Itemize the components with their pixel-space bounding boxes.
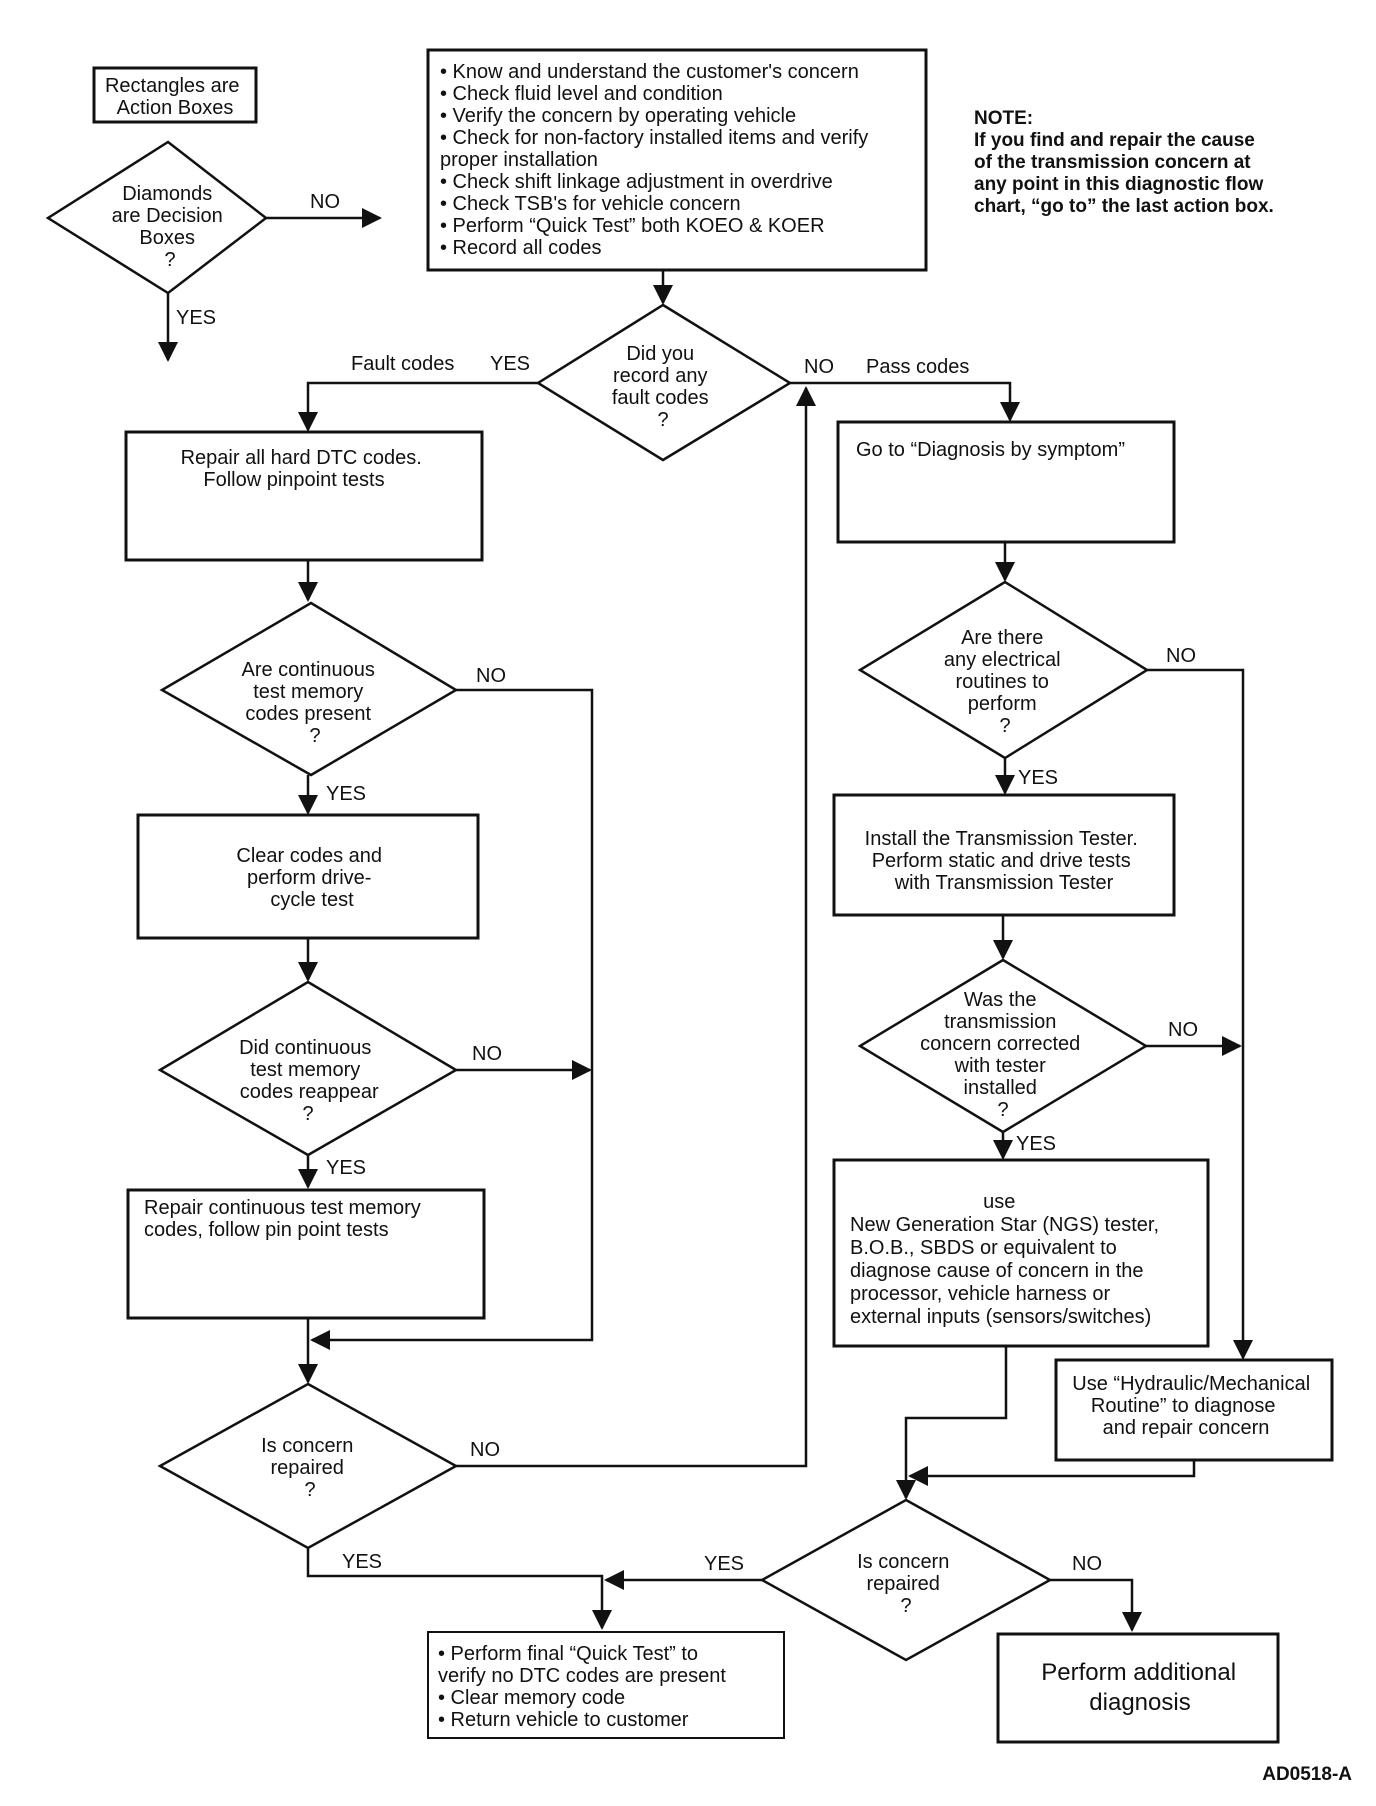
fault-codes-label: Fault codes <box>351 353 454 375</box>
arrow-hydraulic-to-repaired <box>908 1460 1196 1486</box>
note-text: NOTE: If you find and repair the cause o… <box>974 108 1274 217</box>
figure-id: AD0518-A <box>1262 1764 1352 1785</box>
arrow-electrical-no <box>1147 668 1253 1360</box>
arrow-right-repaired-no <box>1050 1578 1142 1632</box>
start-checklist: • Know and understand the customer's con… <box>440 61 874 259</box>
fault-no-label: NO <box>804 356 834 378</box>
ngs-tester-box <box>832 1158 1210 1348</box>
fault-yes-label: YES <box>490 353 530 375</box>
left-repaired-no-label: NO <box>470 1439 500 1461</box>
right-repaired-no-label: NO <box>1072 1553 1102 1575</box>
arrow-ngs-to-repaired <box>896 1346 1008 1500</box>
final-quick-test-box <box>427 1631 785 1739</box>
corrected-yes-label: YES <box>1016 1133 1056 1155</box>
hydraulic-mechanical-text: Use “Hydraulic/Mechanical Routine” to di… <box>1072 1373 1315 1439</box>
corrected-no-label: NO <box>1168 1019 1198 1041</box>
arrow-fault-yes <box>298 381 538 432</box>
additional-diagnosis-text: Perform additional diagnosis <box>1041 1659 1242 1716</box>
final-quick-test-text: • Perform final “Quick Test” to verify n… <box>438 1643 731 1731</box>
transmission-tester-text: Install the Transmission Tester. Perform… <box>865 828 1144 894</box>
continuous-yes-label: YES <box>326 783 366 805</box>
right-repaired-diamond <box>759 1498 1053 1662</box>
reappear-yes-label: YES <box>326 1157 366 1179</box>
left-repaired-yes-label: YES <box>342 1551 382 1573</box>
reappear-text: Did continuous test memory codes reappea… <box>239 1037 384 1125</box>
corrected-text: Was the transmission concern corrected w… <box>920 989 1086 1121</box>
legend-yes-label: YES <box>176 307 216 329</box>
electrical-no-label: NO <box>1166 645 1196 667</box>
legend-action-box <box>92 66 258 124</box>
repair-continuous-box <box>126 1188 486 1320</box>
repair-hard-dtc-text: Repair all hard DTC codes. Follow pinpoi… <box>181 447 428 491</box>
arrow-left-repaired-no <box>456 386 816 1468</box>
ngs-tester-text: use New Generation Star (NGS) tester, B.… <box>850 1191 1165 1328</box>
legend-action-text: Rectangles are Action Boxes <box>105 75 245 119</box>
start-action-box <box>426 48 928 272</box>
additional-diagnosis-box <box>996 1632 1280 1744</box>
repair-continuous-text: Repair continuous test memory codes, fol… <box>144 1197 426 1241</box>
right-repaired-yes-label: YES <box>704 1553 744 1575</box>
continuous-no-label: NO <box>476 665 506 687</box>
clear-codes-box <box>136 813 480 940</box>
legend-no-label: NO <box>310 191 340 213</box>
pass-codes-label: Pass codes <box>866 356 969 378</box>
electrical-yes-label: YES <box>1018 767 1058 789</box>
left-repaired-text: Is concern repaired ? <box>261 1435 359 1501</box>
continuous-codes-text: Are continuous test memory codes present… <box>242 659 381 747</box>
legend: Rectangles are Action Boxes Diamonds are… <box>45 66 382 362</box>
legend-decision-text: Diamonds are Decision Boxes ? <box>112 183 229 271</box>
arrow-fault-no <box>790 381 1020 422</box>
electrical-routines-text: Are there any electrical routines to per… <box>944 627 1066 737</box>
reappear-no-label: NO <box>472 1043 502 1065</box>
fault-codes-text: Did you record any fault codes ? <box>612 343 714 431</box>
transmission-tester-box <box>832 793 1176 917</box>
arrow-left-repaired-yes <box>306 1548 612 1630</box>
continuous-codes-diamond <box>159 601 459 777</box>
arrow-continuous-no-bypass <box>310 688 594 1350</box>
fault-codes-diamond <box>535 303 793 462</box>
repair-hard-dtc-box <box>124 430 484 562</box>
diagnosis-by-symptom-box <box>836 420 1176 544</box>
diagnosis-by-symptom-text: Go to “Diagnosis by symptom” <box>856 439 1125 461</box>
right-repaired-text: Is concern repaired ? <box>857 1551 955 1617</box>
clear-codes-text: Clear codes and perform drive- cycle tes… <box>236 845 387 911</box>
